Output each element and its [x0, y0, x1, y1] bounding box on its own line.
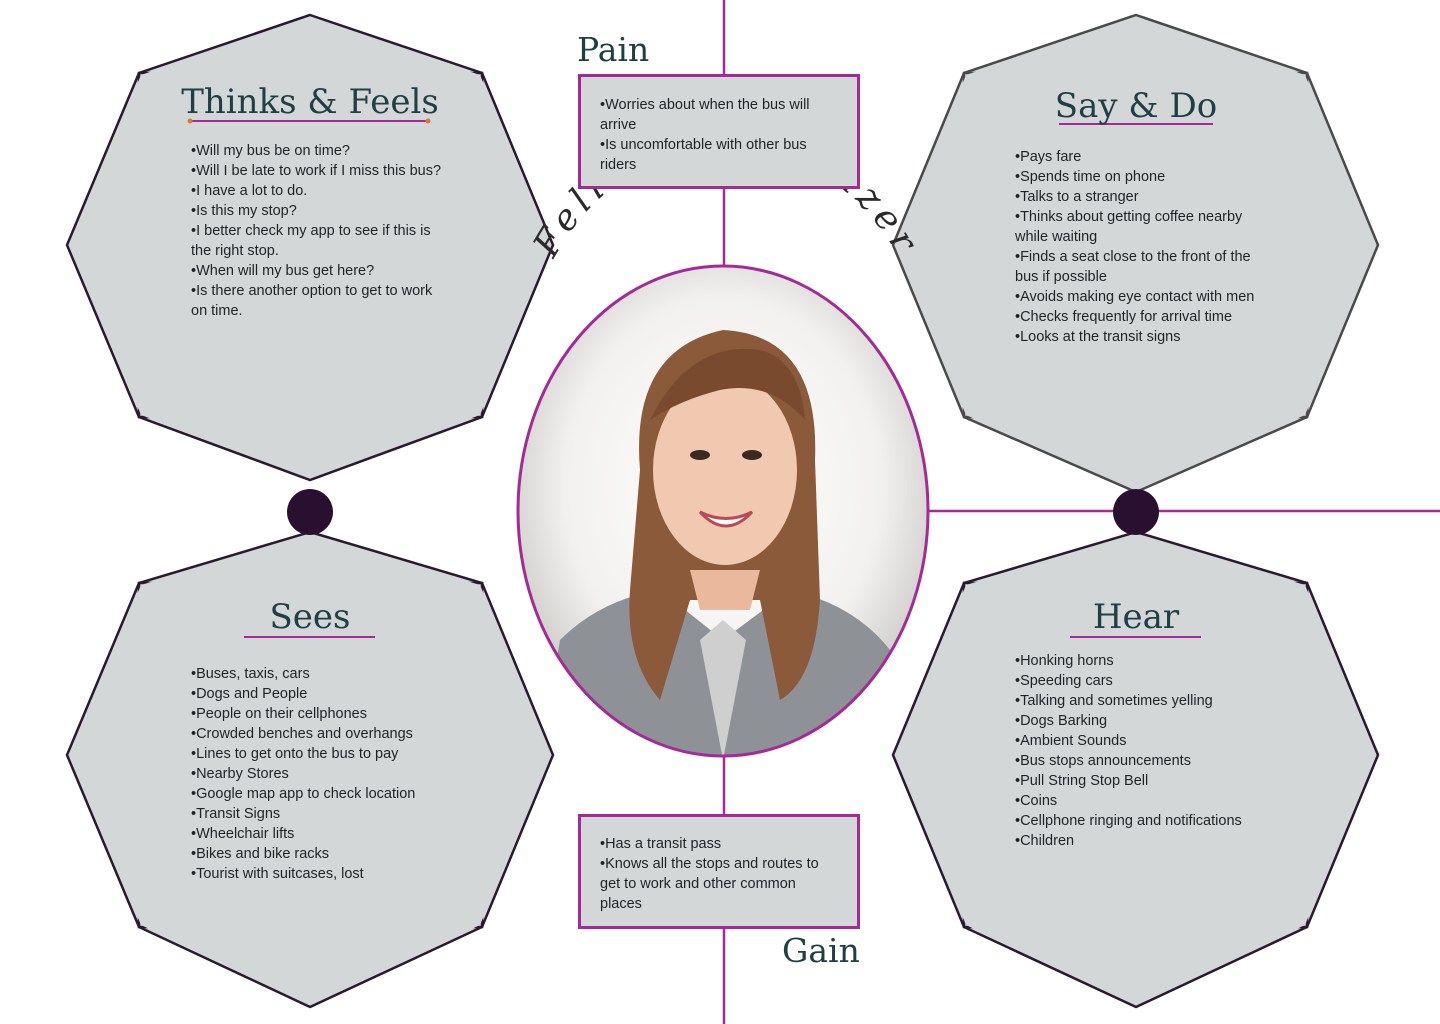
- sees-item: •Dogs and People: [191, 686, 308, 702]
- thinks-feels-item: •Is there another option to get to work …: [191, 283, 433, 319]
- hear-item: •Ambient Sounds: [1015, 733, 1127, 749]
- hear-item: •Children: [1015, 833, 1075, 849]
- hear-item: •Honking horns: [1015, 653, 1114, 669]
- face-shape: [653, 375, 797, 565]
- sees-item: •Google map app to check location: [191, 786, 416, 802]
- pain-list: •Worries about when the bus will arrive …: [600, 95, 839, 175]
- sees-item: •Crowded benches and overhangs: [191, 726, 413, 742]
- say-do-item: •Talks to a stranger: [1015, 189, 1139, 205]
- hear-list: •Honking horns •Speeding cars •Talking a…: [1015, 651, 1260, 851]
- thinks-feels-item: •Will my bus be on time?: [191, 143, 350, 159]
- say-do-item: •Pays fare: [1015, 149, 1082, 165]
- sees-item: •People on their cellphones: [191, 706, 367, 722]
- gain-item: •Has a transit pass: [600, 836, 722, 852]
- thinks-feels-title: Thinks & Feels: [181, 82, 439, 122]
- sees-item: •Nearby Stores: [191, 766, 289, 782]
- pain-item: •Worries about when the bus will arrive: [600, 97, 810, 133]
- say-do-item: •Checks frequently for arrival time: [1015, 309, 1233, 325]
- hear-item: •Bus stops announcements: [1015, 753, 1191, 769]
- sees-item: •Tourist with suitcases, lost: [191, 866, 364, 882]
- thinks-feels-item: •I have a lot to do.: [191, 183, 308, 199]
- gain-box: •Has a transit pass •Knows all the stops…: [578, 814, 860, 929]
- say-do-item: •Spends time on phone: [1015, 169, 1166, 185]
- hear-item: •Dogs Barking: [1015, 713, 1108, 729]
- sees-title: Sees: [269, 597, 351, 637]
- hear-star-fill: [895, 534, 1376, 1005]
- pain-title: Pain: [577, 30, 650, 69]
- persona-photo: [516, 264, 930, 758]
- thinks-feels-item: •I better check my app to see if this is…: [191, 223, 431, 259]
- pain-box: •Worries about when the bus will arrive …: [578, 74, 860, 189]
- sees-star-fill: [69, 534, 551, 1005]
- sees-item: •Bikes and bike racks: [191, 846, 330, 862]
- thinks-feels-item: •Will I be late to work if I miss this b…: [191, 163, 442, 179]
- hear-item: •Coins: [1015, 793, 1058, 809]
- thinks-feels-underline-dot-right: [425, 118, 431, 124]
- hear-title: Hear: [1092, 597, 1180, 637]
- sees-item: •Buses, taxis, cars: [191, 666, 310, 682]
- say-do-item: •Avoids making eye contact with men: [1015, 289, 1255, 305]
- hear-item: •Cellphone ringing and notifications: [1015, 813, 1242, 829]
- gain-list: •Has a transit pass •Knows all the stops…: [600, 834, 839, 914]
- say-do-list: •Pays fare •Spends time on phone •Talks …: [1015, 147, 1260, 347]
- thinks-feels-list: •Will my bus be on time? •Will I be late…: [191, 141, 446, 321]
- hear-item: •Talking and sometimes yelling: [1015, 693, 1213, 709]
- thinks-feels-underline-dot-left: [187, 118, 193, 124]
- right-connector-dot: [1113, 489, 1159, 535]
- left-connector-dot: [287, 489, 333, 535]
- gain-title: Gain: [782, 931, 860, 970]
- say-do-star-fill: [895, 17, 1376, 490]
- sees-item: •Transit Signs: [191, 806, 281, 822]
- say-do-title: Say & Do: [1054, 86, 1218, 126]
- sees-item: •Wheelchair lifts: [191, 826, 295, 842]
- sees-list: •Buses, taxis, cars •Dogs and People •Pe…: [191, 664, 446, 884]
- thinks-feels-item: •Is this my stop?: [191, 203, 297, 219]
- thinks-feels-star-fill: [69, 17, 551, 478]
- say-do-item: •Finds a seat close to the front of the …: [1015, 249, 1251, 285]
- sees-item: •Lines to get onto the bus to pay: [191, 746, 399, 762]
- say-do-item: •Thinks about getting coffee nearby whil…: [1015, 209, 1243, 245]
- hear-item: •Speeding cars: [1015, 673, 1113, 689]
- hear-item: •Pull String Stop Bell: [1015, 773, 1149, 789]
- gain-item: •Knows all the stops and routes to get t…: [600, 856, 819, 912]
- thinks-feels-item: •When will my bus get here?: [191, 263, 375, 279]
- pain-item: •Is uncomfortable with other bus riders: [600, 137, 807, 173]
- say-do-item: •Looks at the transit signs: [1015, 329, 1181, 345]
